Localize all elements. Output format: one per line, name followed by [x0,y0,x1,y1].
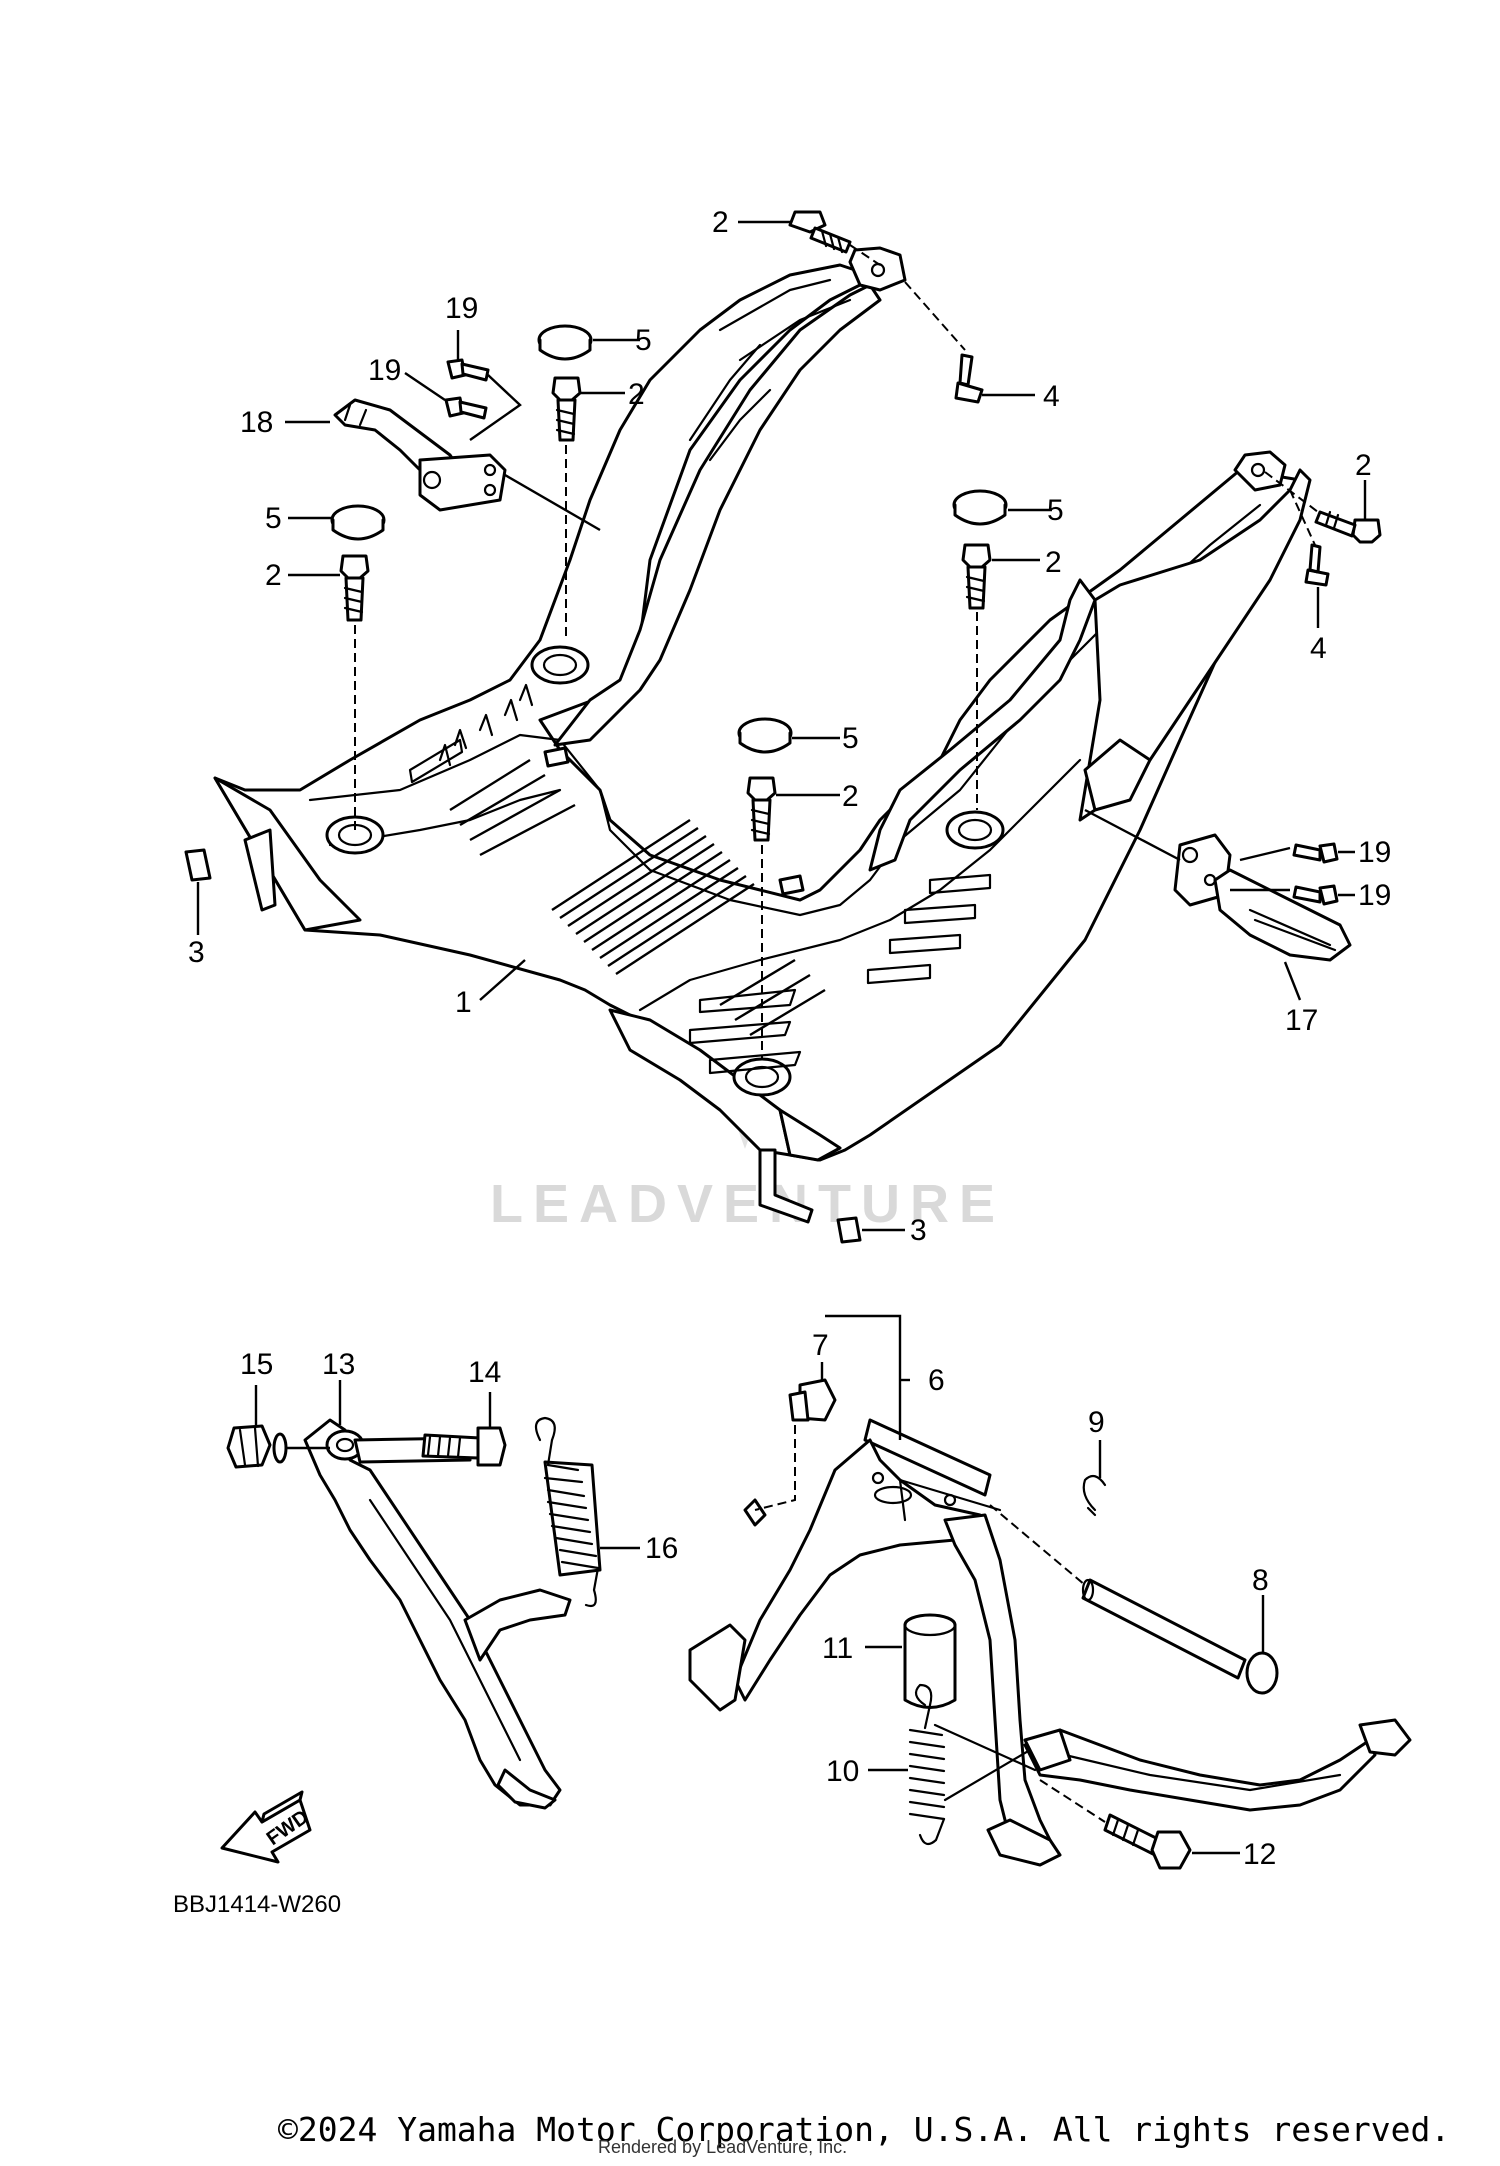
callout-2-upper-left: 2 [628,378,645,411]
callout-16: 16 [645,1532,678,1565]
side-stand-13 [303,1418,572,1810]
side-cover-bracket-right [1233,450,1287,492]
screw-19-left-b [444,396,488,420]
callout-19-right-a: 19 [1358,836,1391,869]
spring-10 [908,1683,1037,1846]
spring-16 [534,1416,602,1608]
callout-2-right: 2 [1045,546,1062,579]
bolt-2-right [961,543,992,610]
callout-19-left-a: 19 [445,292,478,325]
callout-18: 18 [240,406,273,439]
bolt-2-upper-left [551,376,582,442]
screw-19-right-a [1292,842,1339,864]
cap-5-top [537,324,593,361]
copyright-notice: ©2024 Yamaha Motor Corporation, U.S.A. A… [278,2110,1450,2149]
clip-4-right [1304,543,1330,587]
callout-15: 15 [240,1348,273,1381]
fwd-arrow-icon [220,1790,312,1864]
callout-2-top: 2 [712,206,729,239]
bolt-12 [1103,1813,1192,1870]
callout-5-center: 5 [842,722,859,755]
clip-3-front [836,1216,862,1244]
screw-19-right-b [1292,884,1339,906]
clip-9 [1082,1474,1107,1517]
callout-2-left: 2 [265,559,282,592]
callout-1: 1 [455,986,472,1019]
callout-3-left: 3 [188,936,205,969]
callout-11: 11 [822,1632,853,1665]
clip-4-top [954,353,984,404]
diagram-code: BBJ1414-W260 [173,1891,341,1918]
screw-19-left-a [446,358,490,382]
cap-7 [788,1378,837,1422]
callout-19-right-b: 19 [1358,879,1391,912]
bolt-2-top-right [1314,510,1382,544]
callout-8: 8 [1252,1564,1269,1597]
nut-15 [226,1424,288,1469]
cap-5-right [952,489,1008,526]
rendered-by: Rendered by LeadVenture, Inc. [598,2137,847,2157]
bolt-2-left [339,554,370,622]
bolt-2-top [788,210,852,254]
callout-9: 9 [1088,1406,1105,1439]
pin-8 [1081,1578,1279,1695]
side-cover-bracket-left [848,246,907,292]
callout-7: 7 [812,1329,829,1362]
callout-3-front: 3 [910,1214,927,1247]
callout-12: 12 [1243,1838,1276,1871]
footboard-panel [213,263,1312,1162]
clip-3-left [184,848,212,882]
footrest-bracket-17 [1173,833,1352,962]
footrest-bracket-18 [333,398,507,512]
cap-5-left [330,504,386,541]
callout-5-top: 5 [635,324,652,357]
main-stand-6 [688,1418,1412,1867]
callout-13: 13 [322,1348,355,1381]
watermark: LEADVENTURE [490,1174,1005,1234]
callout-19-left-b: 19 [368,354,401,387]
cap-5-center [737,717,793,754]
bolt-14 [421,1426,507,1467]
callout-14: 14 [468,1356,501,1389]
callout-2-top-right: 2 [1355,449,1372,482]
callout-4-top: 4 [1043,380,1060,413]
callout-4-right: 4 [1310,632,1327,665]
callout-5-left: 5 [265,502,282,535]
callout-17: 17 [1285,1004,1318,1037]
callout-10: 10 [826,1755,859,1788]
callout-6: 6 [928,1364,945,1397]
bolt-2-center [746,776,777,842]
callout-2-center: 2 [842,780,859,813]
callout-5-right: 5 [1047,494,1064,527]
